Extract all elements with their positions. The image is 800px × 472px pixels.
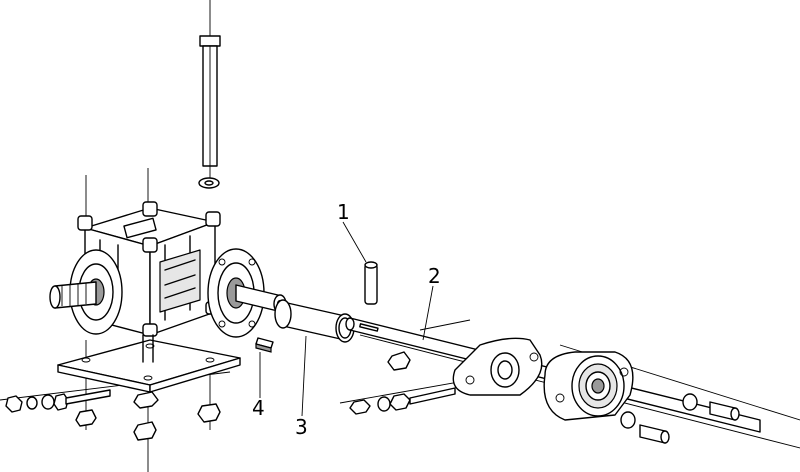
mounting-plate	[57, 339, 241, 393]
callout-2: 2	[428, 264, 441, 288]
bearing-unit	[543, 351, 634, 421]
key	[255, 337, 274, 353]
flange-plate	[452, 337, 543, 396]
input-shaft	[49, 281, 97, 309]
callout-4: 4	[252, 396, 265, 420]
coupling-sleeve	[274, 299, 355, 343]
callout-1: 1	[337, 200, 350, 224]
long-bolt	[199, 35, 221, 167]
leader-lines	[259, 221, 434, 417]
hardware-right	[349, 351, 740, 444]
callout-3: 3	[295, 415, 308, 439]
pin	[364, 261, 378, 305]
washer-top	[198, 177, 220, 189]
hardware-left	[5, 389, 221, 441]
